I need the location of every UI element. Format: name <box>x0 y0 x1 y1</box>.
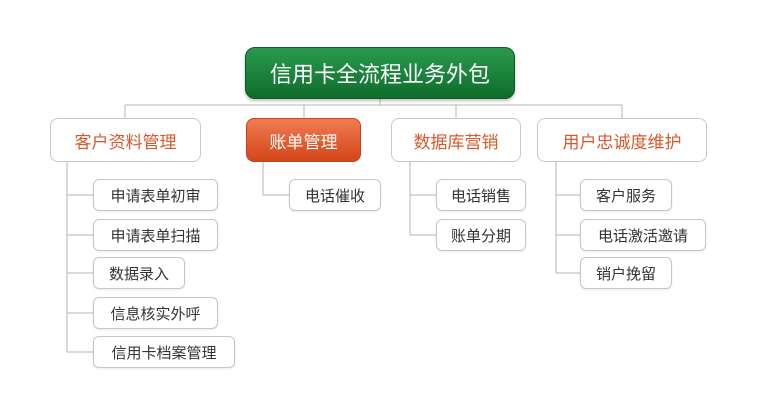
root-node: 信用卡全流程业务外包 <box>245 47 515 99</box>
leaf-customer-service: 客户服务 <box>580 179 672 211</box>
leaf-info-verification-call: 信息核实外呼 <box>93 297 218 329</box>
leaf-installment: 账单分期 <box>436 219 526 251</box>
leaf-application-scan: 申请表单扫描 <box>93 219 218 251</box>
category-database-marketing: 数据库营销 <box>391 118 521 162</box>
category-loyalty: 用户忠诚度维护 <box>537 118 707 162</box>
leaf-data-entry: 数据录入 <box>93 257 185 289</box>
category-billing: 账单管理 <box>246 118 361 162</box>
leaf-card-archive: 信用卡档案管理 <box>93 336 235 368</box>
leaf-application-review: 申请表单初审 <box>93 179 218 211</box>
leaf-cancellation-retention: 销户挽留 <box>580 257 672 289</box>
leaf-activation-invite: 电话激活邀请 <box>580 219 706 251</box>
leaf-phone-collection: 电话催收 <box>289 179 381 211</box>
category-customer-data: 客户资料管理 <box>50 118 201 162</box>
leaf-phone-sales: 电话销售 <box>436 179 526 211</box>
